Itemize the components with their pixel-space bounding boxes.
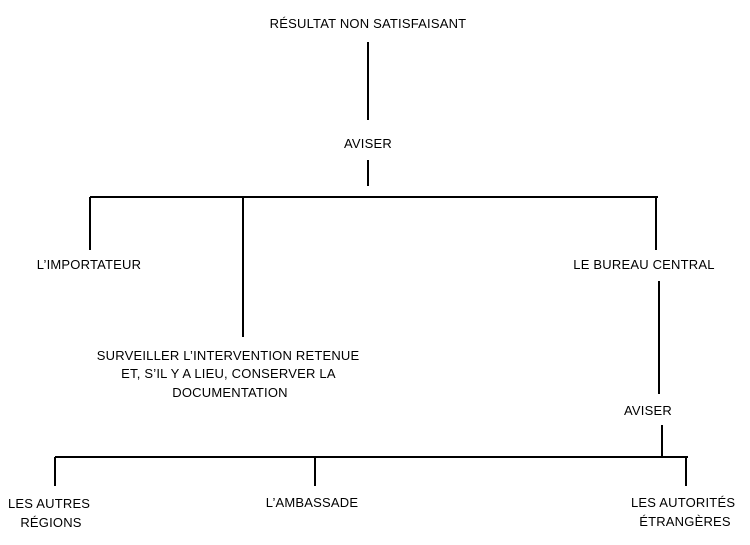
node-labels: RÉSULTAT NON SATISFAISANT AVISER L’IMPOR… bbox=[8, 16, 739, 530]
node-importateur: L’IMPORTATEUR bbox=[37, 257, 141, 272]
node-surveiller-line-3: DOCUMENTATION bbox=[172, 385, 288, 400]
node-autres-regions: LES AUTRES RÉGIONS bbox=[8, 496, 94, 530]
node-bureau-central: LE BUREAU CENTRAL bbox=[573, 257, 714, 272]
node-surveiller: SURVEILLER L’INTERVENTION RETENUE ET, S’… bbox=[97, 348, 363, 400]
node-surveiller-line-2: ET, S’IL Y A LIEU, CONSERVER LA bbox=[121, 366, 336, 381]
node-autorites-line-1: LES AUTORITÉS bbox=[631, 495, 735, 510]
node-ambassade: L’AMBASSADE bbox=[266, 495, 359, 510]
connectors bbox=[54, 42, 688, 486]
node-surveiller-line-1: SURVEILLER L’INTERVENTION RETENUE bbox=[97, 348, 360, 363]
node-autorites: LES AUTORITÉS ÉTRANGÈRES bbox=[631, 495, 739, 529]
node-root: RÉSULTAT NON SATISFAISANT bbox=[270, 16, 467, 31]
node-aviser-2: AVISER bbox=[624, 403, 672, 418]
node-aviser-1: AVISER bbox=[344, 136, 392, 151]
node-autres-regions-line-2: RÉGIONS bbox=[20, 515, 81, 530]
node-autres-regions-line-1: LES AUTRES bbox=[8, 496, 90, 511]
node-autorites-line-2: ÉTRANGÈRES bbox=[639, 514, 731, 529]
